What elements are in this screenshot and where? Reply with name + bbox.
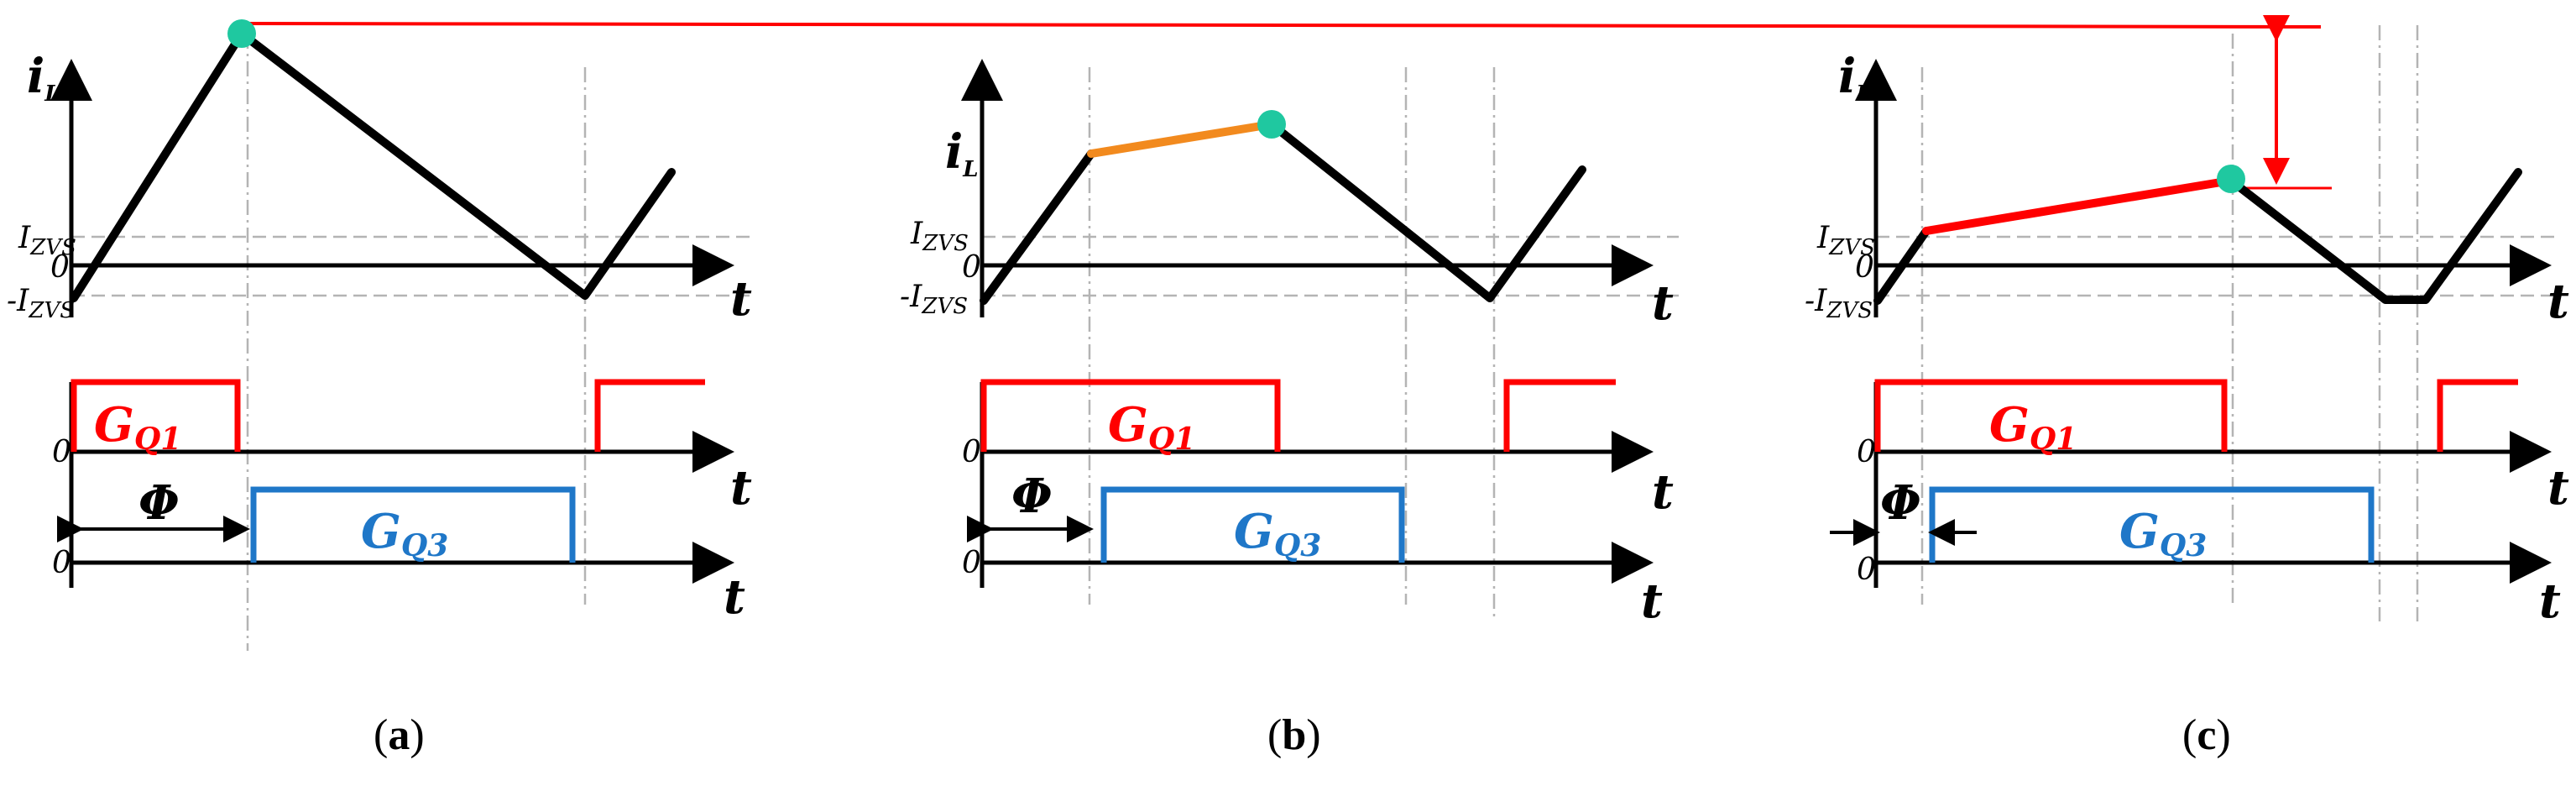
peak-marker-c — [2217, 165, 2245, 193]
phase-label-c: Φ — [1880, 475, 1921, 531]
zero-label-b3: 0 — [962, 546, 981, 580]
neg-izvs-label-b: -IZVS — [900, 280, 968, 319]
zero-label-a1: 0 — [50, 250, 70, 285]
time-label-a1: t — [730, 271, 752, 327]
time-label-a3: t — [724, 569, 745, 625]
gq1-pulse-c — [1874, 379, 2228, 452]
neg-izvs-label-a: -IZVS — [7, 284, 75, 323]
inductor-current-b-plateau — [1087, 120, 1276, 158]
gq3-label-b: GQ3 — [1234, 504, 1321, 563]
caption-a: (a) — [374, 711, 425, 759]
gq1-label-a: GQ1 — [94, 397, 181, 457]
time-label-b2: t — [1652, 464, 1674, 520]
neg-izvs-label-c: -IZVS — [1805, 284, 1873, 323]
inductor-current-b-rise — [980, 149, 1095, 305]
current-label-c: iL — [1838, 49, 1872, 107]
time-label-a2: t — [730, 460, 752, 516]
phase-label-b: Φ — [1011, 469, 1053, 524]
inductor-current-c-plateau — [1922, 176, 2235, 235]
peak-marker-a — [227, 19, 256, 48]
gq1-label-b: GQ1 — [1108, 397, 1195, 457]
gq1-label-c: GQ1 — [1989, 397, 2077, 457]
peak-reference-line — [243, 22, 2322, 29]
panel-c: iL IZVS 0 -IZVS t GQ1 0 t Φ GQ3 0 t (c) — [1805, 25, 2569, 759]
panel-b: iL IZVS 0 -IZVS t GQ1 0 t Φ GQ3 0 t (b) — [900, 59, 1679, 759]
current-label-a: iL — [27, 49, 60, 107]
gq1-next-pulse-c — [2437, 379, 2518, 452]
zero-label-b1: 0 — [962, 250, 981, 285]
current-label-b: iL — [945, 124, 979, 182]
zero-label-c3: 0 — [1857, 553, 1876, 587]
gq3-pulse-a — [250, 486, 576, 563]
gq3-label-c: GQ3 — [2119, 504, 2207, 563]
caption-b: (b) — [1267, 711, 1321, 759]
phase-label-a: Φ — [138, 475, 180, 531]
time-label-b3: t — [1641, 574, 1663, 629]
izvs-label-c: IZVS — [1816, 221, 1875, 260]
izvs-label-a: IZVS — [18, 221, 76, 260]
zero-label-c1: 0 — [1855, 250, 1874, 285]
time-label-c3: t — [2539, 574, 2561, 629]
peak-marker-b — [1257, 110, 1286, 139]
gq3-label-a: GQ3 — [361, 504, 448, 563]
caption-c: (c) — [2182, 711, 2231, 759]
gq1-pulse-b — [980, 379, 1281, 452]
gq1-next-pulse-a — [594, 379, 705, 452]
izvs-label-b: IZVS — [910, 217, 969, 256]
time-label-b1: t — [1652, 275, 1674, 331]
zero-label-a3: 0 — [52, 546, 71, 580]
inductor-current-a — [70, 29, 676, 302]
inductor-current-b-fall — [1267, 120, 1586, 302]
gq1-pulse-a — [71, 379, 241, 452]
panel-a: iL IZVS 0 -IZVS t GQ1 0 t Φ GQ3 0 t (a) — [7, 19, 755, 759]
inductor-current-c-rise — [1873, 227, 1931, 305]
zero-label-c2: 0 — [1857, 435, 1876, 469]
time-label-c2: t — [2547, 460, 2569, 516]
inductor-current-c-fall — [2227, 168, 2522, 304]
zero-label-a2: 0 — [52, 435, 71, 469]
gq1-next-pulse-b — [1503, 379, 1616, 452]
time-label-c1: t — [2547, 274, 2569, 329]
zero-label-b2: 0 — [962, 435, 981, 469]
gq3-pulse-b — [1100, 486, 1405, 563]
